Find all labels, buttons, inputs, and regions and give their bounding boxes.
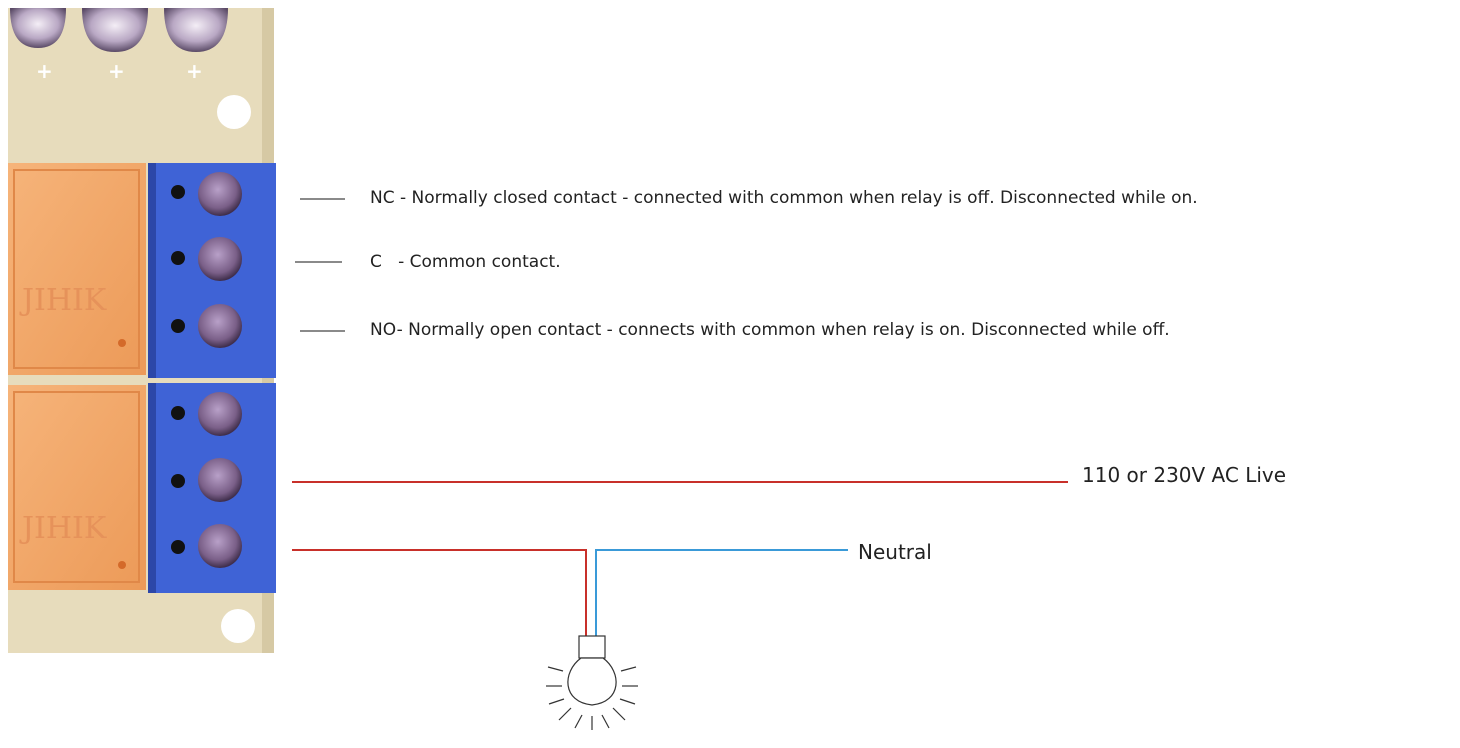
svg-text:+: + <box>186 59 203 83</box>
svg-text:+: + <box>36 59 53 83</box>
capacitors: + + + <box>10 8 228 83</box>
live-label: 110 or 230V AC Live <box>1082 463 1287 487</box>
neutral-wire-to-bulb <box>595 549 848 636</box>
relay-1: JIHIK <box>8 163 146 375</box>
terminal-block-2 <box>148 383 276 593</box>
c-contact-label: C - Common contact. <box>370 252 561 272</box>
mounting-hole-top <box>217 95 251 129</box>
svg-text:JIHIK: JIHIK <box>19 283 107 318</box>
relay-board-photo: + + + JIHIK JIHIK <box>8 8 276 653</box>
relay-2: JIHIK <box>8 385 146 590</box>
svg-text:+: + <box>108 59 125 83</box>
light-bulb-icon <box>546 635 638 730</box>
nc-contact-label: NC - Normally closed contact - connected… <box>370 188 1198 208</box>
mounting-hole-bottom <box>221 609 255 643</box>
terminal-block-1 <box>148 163 276 378</box>
no-contact-label: NO- Normally open contact - connects wit… <box>370 320 1170 340</box>
neutral-label: Neutral <box>858 540 932 564</box>
svg-text:JIHIK: JIHIK <box>19 511 107 546</box>
live-wire-to-bulb <box>292 549 587 636</box>
